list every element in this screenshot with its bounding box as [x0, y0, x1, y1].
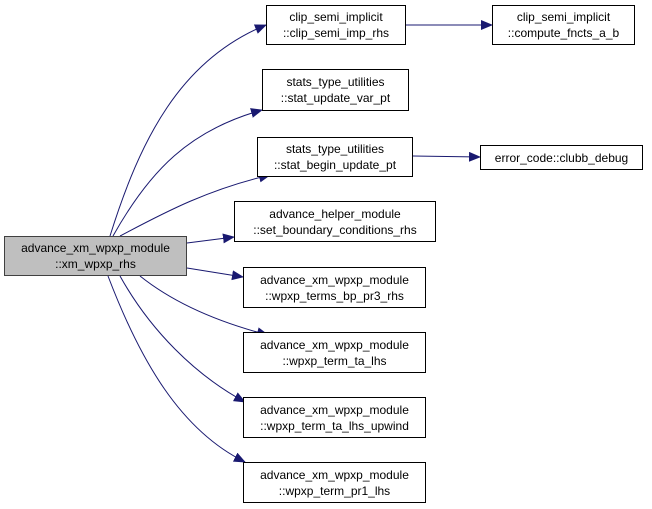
- node-line1: stats_type_utilities: [286, 75, 385, 89]
- node-wpxp-term-ta-lhs[interactable]: advance_xm_wpxp_module ::wpxp_term_ta_lh…: [243, 332, 426, 373]
- edge-root-to-pr1-lhs: [107, 275, 246, 463]
- edge-root-to-bp-pr3: [186, 267, 244, 281]
- edge-root-to-stat-begin: [119, 172, 271, 237]
- edge-root-to-ta-lhs: [139, 275, 269, 338]
- edge-stat-begin-to-debug: [412, 151, 481, 162]
- node-line1: advance_xm_wpxp_module: [260, 467, 409, 482]
- node-line1: advance_helper_module: [269, 206, 401, 221]
- node-line1: advance_xm_wpxp_module: [260, 337, 409, 352]
- node-line2: ::compute_fncts_a_b: [507, 26, 620, 40]
- node-clip-semi-imp-rhs[interactable]: clip_semi_implicit ::clip_semi_imp_rhs: [266, 5, 406, 45]
- node-line2: ::wpxp_terms_bp_pr3_rhs: [265, 288, 404, 303]
- node-line1: advance_xm_wpxp_module: [21, 241, 170, 255]
- node-line1: clip_semi_implicit: [516, 10, 611, 24]
- node-line2: ::wpxp_term_ta_lhs: [282, 353, 387, 368]
- node-line1: clip_semi_implicit: [289, 10, 383, 24]
- node-line1: advance_xm_wpxp_module: [260, 272, 409, 287]
- edge-root-to-boundary: [186, 233, 235, 244]
- node-line2: ::clip_semi_imp_rhs: [282, 26, 390, 40]
- node-line2: ::stat_update_var_pt: [280, 91, 391, 105]
- node-line1: stats_type_utilities: [285, 142, 385, 156]
- node-stat-begin-update-pt[interactable]: stats_type_utilities ::stat_begin_update…: [257, 137, 413, 177]
- node-line2: ::set_boundary_conditions_rhs: [253, 222, 417, 237]
- node-wpxp-term-ta-lhs-upwind[interactable]: advance_xm_wpxp_module ::wpxp_term_ta_lh…: [243, 397, 426, 438]
- node-wpxp-terms-bp-pr3-rhs[interactable]: advance_xm_wpxp_module ::wpxp_terms_bp_p…: [243, 267, 426, 308]
- edge-root-to-clip-rhs: [109, 24, 267, 237]
- node-xm-wpxp-rhs: advance_xm_wpxp_module ::xm_wpxp_rhs: [4, 236, 187, 276]
- node-line2: ::stat_begin_update_pt: [273, 158, 397, 172]
- node-stat-update-var-pt[interactable]: stats_type_utilities ::stat_update_var_p…: [262, 69, 409, 111]
- node-compute-fncts-a-b[interactable]: clip_semi_implicit ::compute_fncts_a_b: [492, 5, 635, 45]
- node-line1: advance_xm_wpxp_module: [260, 402, 409, 417]
- edge-root-to-ta-upwind: [119, 275, 246, 403]
- edge-root-to-stat-var: [112, 108, 263, 237]
- node-set-boundary-conditions-rhs[interactable]: advance_helper_module ::set_boundary_con…: [234, 201, 436, 242]
- node-clubb-debug[interactable]: error_code::clubb_debug: [480, 145, 643, 170]
- node-line2: ::wpxp_term_ta_lhs_upwind: [260, 418, 409, 433]
- node-line2: ::xm_wpxp_rhs: [55, 257, 136, 271]
- node-wpxp-term-pr1-lhs[interactable]: advance_xm_wpxp_module ::wpxp_term_pr1_l…: [243, 462, 426, 503]
- node-line1: error_code::clubb_debug: [494, 150, 629, 165]
- node-line2: ::wpxp_term_pr1_lhs: [278, 483, 391, 498]
